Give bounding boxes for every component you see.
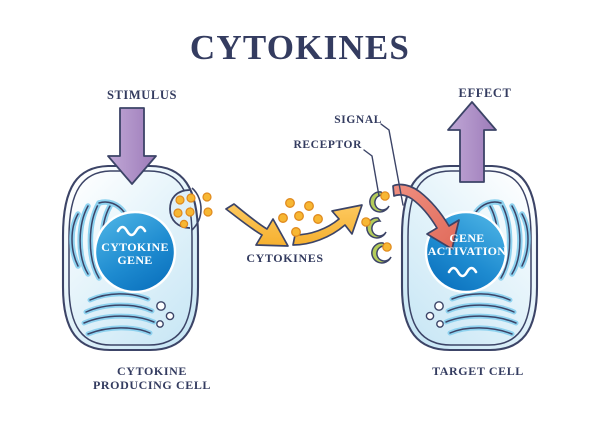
- effect-arrow: [447, 101, 497, 183]
- free-cytokine-dots: [278, 198, 323, 237]
- nucleus-left-line1: CYTOKINE: [101, 240, 169, 254]
- cell-membrane-inner: [407, 170, 532, 346]
- receptor-icon: [369, 191, 390, 213]
- target-cell-caption: TARGET CELL: [432, 364, 524, 378]
- receptor-label: RECEPTOR: [293, 139, 362, 151]
- nucleus-left-label: CYTOKINE GENE: [85, 240, 185, 268]
- producing-cell-caption: CYTOKINE PRODUCING CELL: [52, 364, 252, 392]
- cytokine-uptake-arrow: [292, 204, 363, 246]
- cytokines-label: CYTOKINES: [246, 251, 324, 265]
- page-title: CYTOKINES: [189, 28, 411, 67]
- gene-activation-arrow: [392, 183, 460, 250]
- target-cell: [361, 164, 539, 352]
- golgi-vesicles: [425, 301, 444, 328]
- membrane-receptors: [366, 191, 392, 264]
- nucleus-cytokine-gene: [93, 210, 177, 294]
- cell-membrane-inner: [68, 170, 193, 346]
- nucleus-right-label: GENE ACTIVATION: [413, 231, 521, 259]
- bound-signal-dots: [361, 191, 392, 252]
- receptor-icon: [371, 242, 392, 264]
- golgi-vesicles: [156, 301, 175, 328]
- released-cytokine-dots-left: [202, 192, 213, 217]
- golgi-apparatus: [443, 291, 519, 337]
- golgi-apparatus: [81, 291, 157, 337]
- signal-leader-line: [380, 123, 404, 206]
- cytokine-producing-cell: [61, 164, 213, 352]
- dna-squiggle-icon: [116, 225, 147, 237]
- effect-label: EFFECT: [458, 86, 512, 100]
- cytokine-secretion-arrow: [225, 203, 289, 247]
- dna-squiggle-icon: [447, 266, 478, 278]
- secretory-vesicle: [169, 187, 202, 231]
- nucleus-right-line2: ACTIVATION: [427, 244, 507, 259]
- producing-cell-caption-line1: CYTOKINE: [117, 364, 187, 378]
- stimulus-label: STIMULUS: [106, 88, 178, 102]
- receptor-leader-line: [363, 149, 380, 197]
- stimulus-arrow: [107, 107, 157, 185]
- callout-leader-lines: [363, 123, 404, 206]
- signal-label: SIGNAL: [334, 114, 382, 126]
- producing-cell-caption-line2: PRODUCING CELL: [92, 378, 212, 393]
- nucleus-right-line1: GENE: [449, 231, 485, 245]
- nucleus-left-line2: GENE: [117, 253, 153, 268]
